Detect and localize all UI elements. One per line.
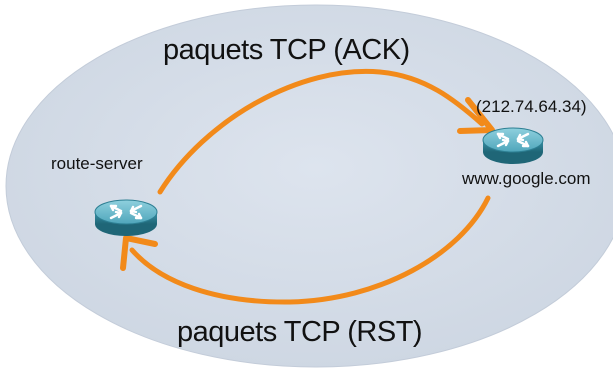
route-server-label: route-server xyxy=(51,154,143,173)
google-host-label: www.google.com xyxy=(462,169,591,188)
ack-label: paquets TCP (ACK) xyxy=(163,34,410,66)
router-icon xyxy=(482,127,544,164)
ack-arrow xyxy=(157,68,495,195)
rst-arrowhead-icon xyxy=(120,235,158,271)
rst-arrow xyxy=(120,195,491,305)
ack-arrowhead-icon xyxy=(457,97,495,134)
router-icon xyxy=(94,199,158,236)
rst-label: paquets TCP (RST) xyxy=(177,316,423,348)
network-cloud xyxy=(5,4,613,368)
google-ip-label: (212.74.64.34) xyxy=(476,97,587,116)
